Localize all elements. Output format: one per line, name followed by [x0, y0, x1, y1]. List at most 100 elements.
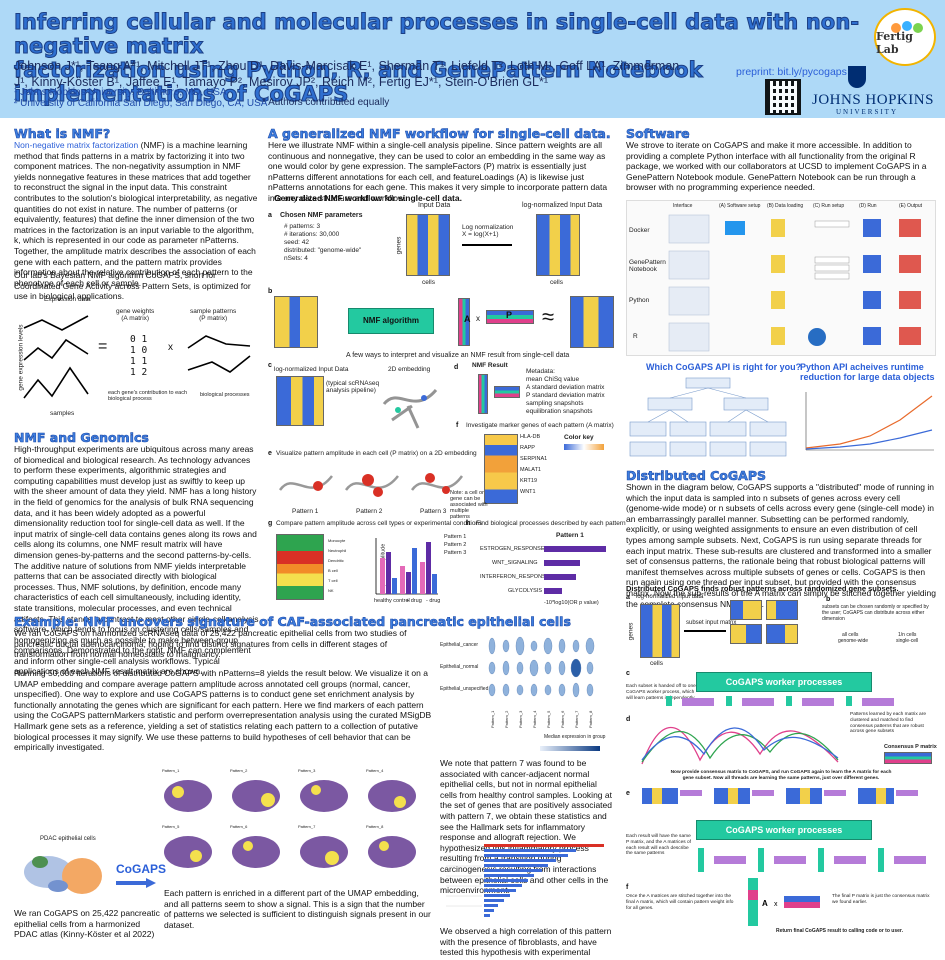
cells-axis-label-2: cells: [550, 279, 564, 286]
note-b: subsets can be chosen randomly or specif…: [822, 604, 929, 622]
lognorm-heatmap: [536, 214, 580, 276]
color-key-label: Color key: [564, 434, 594, 441]
worker-box-1: CoGAPS worker processes: [696, 672, 872, 692]
what-is-nmf-text: Non-negative matrix factorization (NMF) …: [14, 140, 259, 288]
svg-text:Pattern_4: Pattern_4: [366, 768, 384, 773]
poster-title: Inferring cellular and molecular process…: [14, 10, 864, 107]
title-line-2: factorization using Python, R, and GeneP…: [14, 58, 704, 107]
subset-label: subset input matrix: [686, 620, 737, 626]
violin-shapes: [488, 636, 595, 698]
svg-text:Pattern_6: Pattern_6: [560, 710, 565, 728]
violin-plot: Epithelial_cancer Epithelial_normal Epit…: [440, 634, 610, 754]
note-c: Each subset is handed off to one CoGAPS …: [626, 684, 696, 701]
nmf-genomics-title: NMF and Genomics: [14, 430, 149, 446]
example-p2: Running 50,000 iterations of distributed…: [14, 668, 432, 753]
dist-one-cells: 1/n cells: [898, 632, 917, 638]
worker-inputs-2: [642, 788, 918, 804]
workflow-panel-ab: a Chosen NMF parameters # patterns: 3 # …: [266, 202, 616, 362]
svg-text:Neutrophil: Neutrophil: [328, 548, 346, 553]
f-gene-6: WNT1: [520, 489, 536, 495]
h-bar-1: [544, 546, 606, 552]
svg-text:Pattern_6: Pattern_6: [230, 824, 248, 829]
workflow-caption: A few ways to interpret and visualize an…: [346, 352, 570, 359]
subset-3: [766, 600, 798, 620]
reconstructed-heatmap: [570, 296, 614, 348]
pattern-1-label: Pattern 1: [292, 508, 319, 515]
workflow-fig-title: Generalized NMF workflow for single-cell…: [274, 193, 462, 203]
h-bar-2: [544, 560, 580, 566]
svg-text:Pattern_1: Pattern_1: [162, 768, 180, 773]
software-col-3: (B) Data loading: [767, 203, 804, 209]
runtime-title: Python API acheives runtime reduction fo…: [800, 362, 935, 382]
times-ab: x: [476, 314, 480, 323]
svg-text:Monocyte: Monocyte: [328, 538, 346, 543]
d-a-block: [478, 374, 488, 414]
g-group-1: healthy control: [374, 598, 410, 604]
a-row-2: 1 0: [130, 345, 148, 356]
software-col-2: (A) Software setup: [719, 203, 761, 209]
lab-logo-text: Fertig Lab: [876, 30, 913, 56]
param-1: # patterns: 3: [284, 223, 321, 230]
p-label: P: [506, 310, 513, 320]
svg-text:Pattern_1: Pattern_1: [490, 710, 495, 728]
software-text: We strove to iterate on CoGAPS and make …: [626, 140, 936, 193]
what-is-nmf-para: (NMF) is a machine learning method that …: [14, 140, 258, 288]
lab-logo-icon: [891, 21, 923, 33]
h-term-3: INTERFERON_RESPONSE: [480, 574, 550, 580]
expr-data-label: Expression data: [44, 296, 91, 303]
api-decision-tree: [629, 377, 787, 457]
gene-contribution-note: each gene's contribution to each biologi…: [108, 390, 188, 402]
log-norm-label: Log normalization X = log(X+1): [462, 224, 514, 238]
f-gene-5: KRT19: [520, 478, 538, 484]
svg-text:Pattern_2: Pattern_2: [504, 710, 509, 728]
svg-text:Pattern_8: Pattern_8: [366, 824, 384, 829]
c-embedding-plot: [382, 388, 438, 429]
a-row-3: 1 1: [130, 356, 148, 367]
gene-weights-label: gene weights (A matrix): [116, 308, 155, 322]
h-term-4: GLYCOLYSIS: [508, 588, 543, 594]
software-row-python: Python: [629, 297, 650, 304]
median-scale-bar: [540, 746, 600, 751]
dist-cells-label: cells: [650, 660, 664, 667]
panel-d: d: [454, 364, 459, 371]
worker-outputs-2: [698, 848, 926, 872]
affiliation-2: ² University of California San Diego, Sa…: [14, 98, 268, 109]
nmf-link[interactable]: Non-negative matrix factorization: [14, 140, 139, 150]
h-label: Find biological processes described by e…: [476, 520, 626, 527]
poster-header: Inferring cellular and molecular process…: [0, 0, 945, 118]
example-p6: We observed a high correlation of this p…: [440, 926, 612, 960]
note-d2: Now provide consensus matrix to CoGAPS, …: [670, 770, 892, 781]
dist-single-cell: single-cell: [896, 638, 919, 644]
distributed-title: Distributed CoGAPS: [626, 468, 767, 484]
svg-text:Pattern_7: Pattern_7: [298, 824, 316, 829]
cogaps-arrow-label: CoGAPS: [116, 862, 167, 876]
preprint-link[interactable]: preprint: bit.ly/pycogaps: [736, 66, 847, 78]
software-row-docker: Docker: [629, 227, 650, 234]
metadata-list: Metadata: mean ChiSq value A standard de…: [526, 368, 605, 415]
qr-code-icon[interactable]: [765, 79, 801, 115]
panel-b: b: [268, 288, 273, 295]
fig-xlabel: samples: [50, 410, 75, 417]
svg-text:A: A: [762, 899, 768, 908]
panel-h: h: [466, 520, 471, 527]
umap-title: PDAC epithelial cells: [40, 836, 96, 842]
contribution-note: * Authors contributed equally: [262, 97, 390, 108]
dist-all-cells: all cells: [842, 632, 859, 638]
subset-1: [730, 600, 762, 620]
distributed-text: Shown in the diagram below, CoGAPS suppo…: [626, 482, 936, 609]
note-e: Each result will have the same P matrix,…: [626, 834, 691, 857]
worker-outputs-1: [666, 696, 894, 706]
violin-row-1: Epithelial_cancer: [440, 642, 479, 648]
panel-d-dist: d: [626, 716, 631, 723]
f-label: Investigate marker genes of each pattern…: [466, 422, 614, 429]
expression-curves: [23, 315, 89, 399]
note-f: Once the A matrices are stitched togethe…: [626, 894, 734, 911]
marker-heatmap: [484, 434, 518, 504]
software-title: Software: [626, 126, 690, 142]
pattern-2-label: Pattern 2: [356, 508, 383, 515]
a-matrix-values: 0 1 1 0 1 1 1 2: [130, 334, 156, 378]
jhu-shield-icon: [848, 66, 866, 88]
software-table: Docker GenePattern Notebook Python R Int…: [626, 200, 936, 356]
f-gene-4: MALAT1: [520, 467, 541, 473]
